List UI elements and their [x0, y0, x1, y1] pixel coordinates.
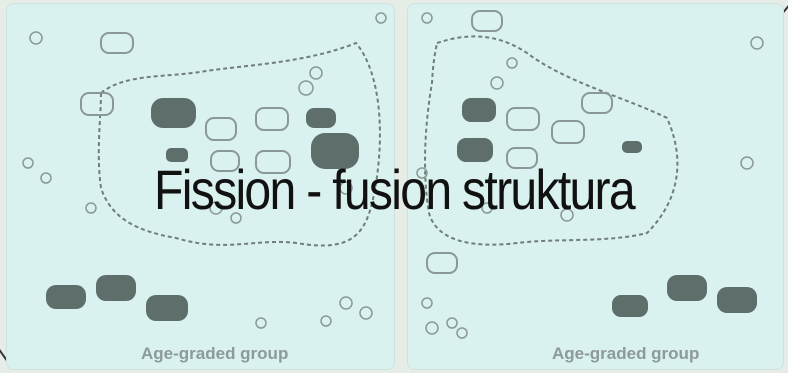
primate-icons: [46, 32, 359, 321]
caption-left: Age-graded group: [141, 344, 289, 363]
left-scene: [22, 12, 387, 329]
territory-boundary: [97, 41, 381, 247]
slide-title: Fission - fusion struktura: [154, 158, 636, 221]
right-scene: [416, 10, 764, 339]
caption-right: Age-graded group: [552, 344, 700, 363]
primate-icons: [426, 10, 757, 317]
territory-boundary: [424, 35, 679, 246]
left-panel: Age-graded group: [6, 3, 395, 370]
right-panel: Age-graded group: [407, 3, 784, 370]
tree-icons: [22, 12, 387, 329]
tree-icons: [416, 12, 764, 339]
